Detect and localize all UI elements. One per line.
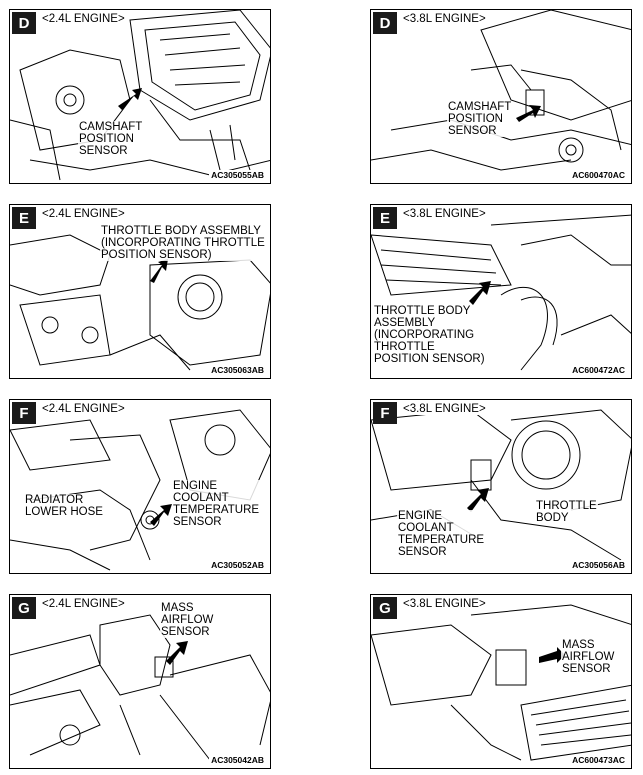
- figure-d-3.8l: D <3.8L ENGINE> CAMSHAFT POSITION SENSOR…: [370, 9, 632, 184]
- callout-label-secondary: THROTTLE BODY: [535, 500, 598, 524]
- callout-label: THROTTLE BODY ASSEMBLY (INCORPORATING TH…: [373, 305, 486, 365]
- section-letter-badge: G: [12, 597, 36, 619]
- engine-line-art: [10, 614, 270, 761]
- figure-d-2.4l: D <2.4L ENGINE> CAMSHAFT POSITION SENSOR…: [9, 9, 271, 184]
- figure-e-2.4l: E <2.4L ENGINE> THROTTLE BODY ASSEMBLY (…: [9, 204, 271, 379]
- figure-f-2.4l: F <2.4L ENGINE> ENGINE COOLANT TEMPERATU…: [9, 399, 271, 574]
- engine-line-art: [371, 214, 631, 371]
- callout-label: ENGINE COOLANT TEMPERATURE SENSOR: [397, 510, 486, 558]
- figure-code: AC600473AC: [570, 755, 627, 765]
- figure-code: AC600470AC: [570, 170, 627, 180]
- section-letter-badge: D: [373, 12, 397, 34]
- engine-line-art: [10, 409, 270, 571]
- callout-label-secondary: RADIATOR LOWER HOSE: [24, 494, 104, 518]
- callout-label: MASS AIRFLOW SENSOR: [561, 639, 616, 675]
- figure-code: AC305042AB: [209, 755, 266, 765]
- callout-label: THROTTLE BODY ASSEMBLY (INCORPORATING TH…: [100, 225, 266, 261]
- section-letter-badge: E: [12, 207, 36, 229]
- figure-code: AC305055AB: [209, 170, 266, 180]
- engine-variant-label: <3.8L ENGINE>: [401, 208, 488, 220]
- callout-label: MASS AIRFLOW SENSOR: [160, 602, 215, 638]
- figure-g-3.8l: G <3.8L ENGINE> MASS AIRFLOW SENSOR AC60…: [370, 594, 632, 769]
- section-letter-badge: E: [373, 207, 397, 229]
- engine-line-art: [371, 604, 631, 761]
- figure-f-3.8l: F <3.8L ENGINE> ENGINE COOLANT TEMPERATU…: [370, 399, 632, 574]
- engine-variant-label: <2.4L ENGINE>: [40, 403, 127, 415]
- engine-variant-label: <3.8L ENGINE>: [401, 598, 488, 610]
- engine-variant-label: <3.8L ENGINE>: [401, 13, 488, 25]
- engine-line-art: [371, 10, 631, 171]
- figure-code: AC305052AB: [209, 560, 266, 570]
- section-letter-badge: F: [12, 402, 36, 424]
- engine-variant-label: <2.4L ENGINE>: [40, 13, 127, 25]
- engine-line-art: [10, 10, 270, 181]
- callout-label: CAMSHAFT POSITION SENSOR: [447, 101, 513, 137]
- figure-e-3.8l: E <3.8L ENGINE> THROTTLE BODY ASSEMBLY (…: [370, 204, 632, 379]
- figure-code: AC305056AB: [570, 560, 627, 570]
- section-letter-badge: F: [373, 402, 397, 424]
- engine-variant-label: <3.8L ENGINE>: [401, 403, 488, 415]
- section-letter-badge: D: [12, 12, 36, 34]
- callout-label: ENGINE COOLANT TEMPERATURE SENSOR: [172, 480, 261, 528]
- engine-variant-label: <2.4L ENGINE>: [40, 598, 127, 610]
- figure-code: AC305063AB: [209, 365, 266, 375]
- engine-variant-label: <2.4L ENGINE>: [40, 208, 127, 220]
- figure-g-2.4l: G <2.4L ENGINE> MASS AIRFLOW SENSOR AC30…: [9, 594, 271, 769]
- callout-label: CAMSHAFT POSITION SENSOR: [78, 121, 144, 157]
- figure-code: AC600472AC: [570, 365, 627, 375]
- section-letter-badge: G: [373, 597, 397, 619]
